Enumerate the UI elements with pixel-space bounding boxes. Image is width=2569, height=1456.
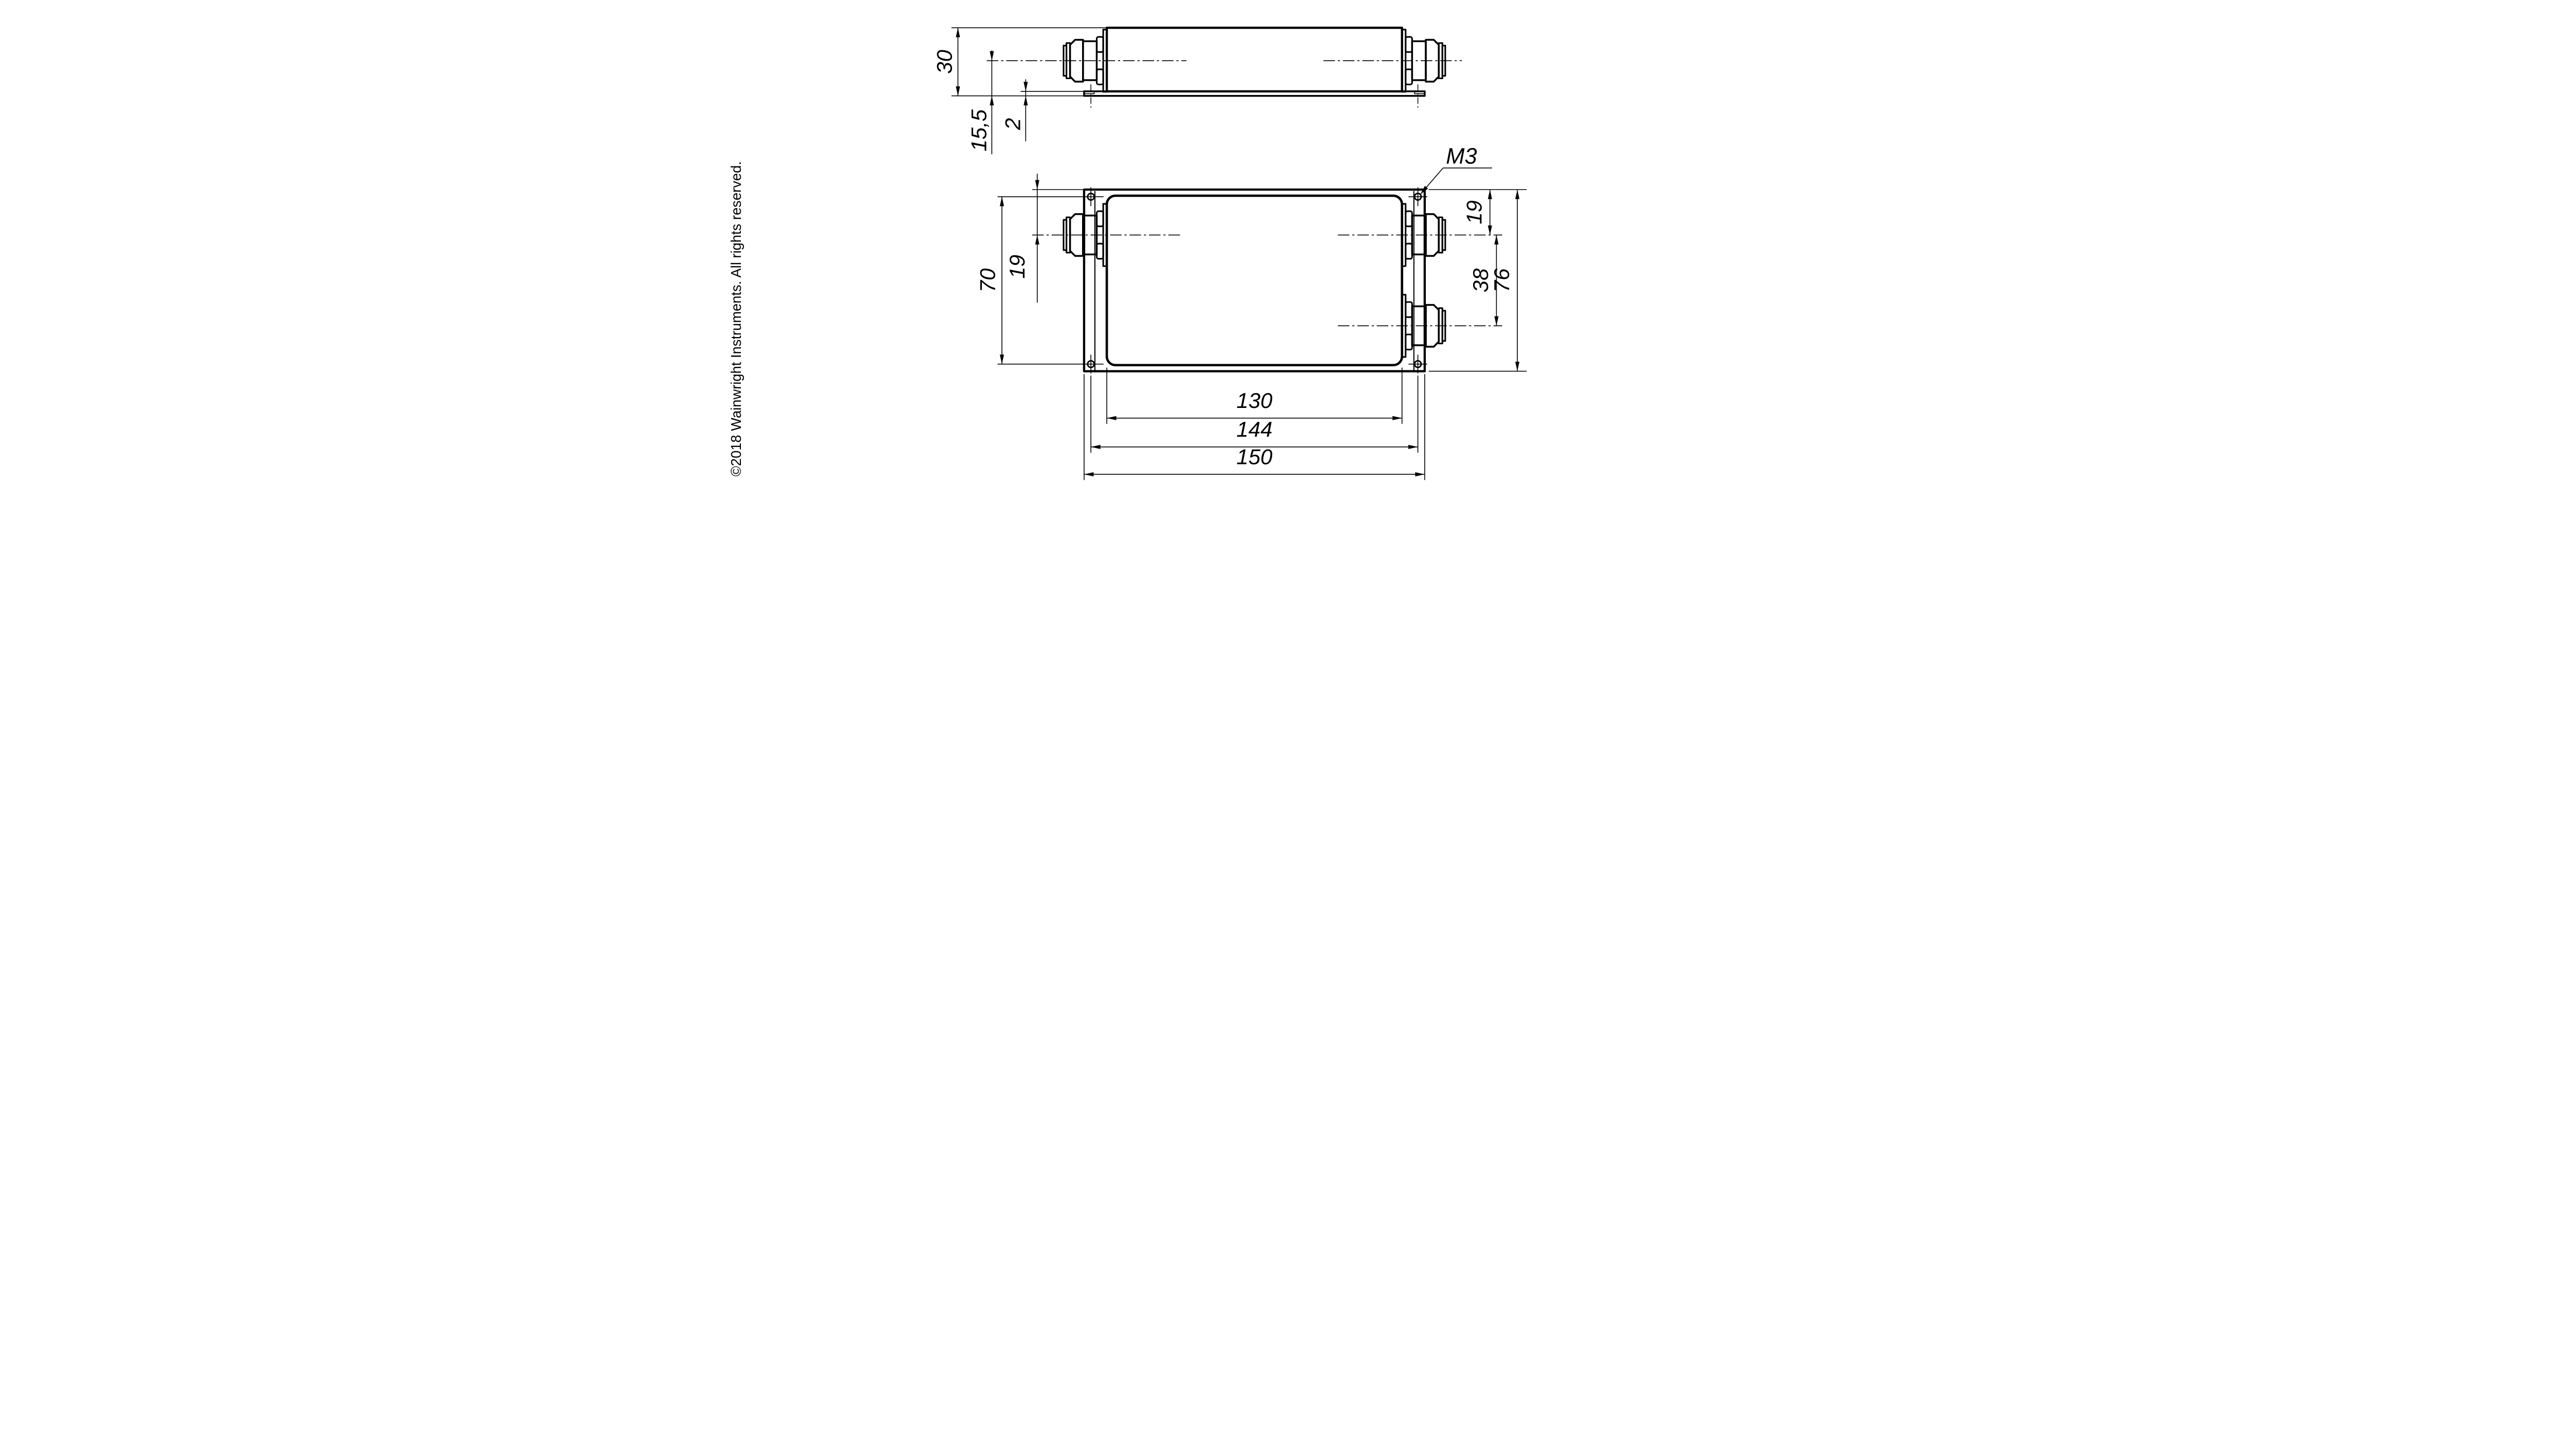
drawing-page: 30 15,5 2 bbox=[719, 0, 1850, 484]
front-body bbox=[1105, 194, 1404, 366]
dimension-total-height: 30 bbox=[932, 28, 960, 96]
dim-label-2: 2 bbox=[1001, 118, 1025, 130]
front-connector-right-bottom bbox=[1401, 294, 1446, 358]
front-connector-left bbox=[1063, 203, 1108, 267]
side-connector-right bbox=[1401, 28, 1446, 93]
side-extension-lines bbox=[951, 27, 1107, 97]
mounting-hole-top-right bbox=[1408, 187, 1427, 207]
side-base-plate bbox=[1083, 90, 1426, 97]
dimension-hole-spacing-vertical: 70 bbox=[975, 196, 1104, 365]
front-flange-plate bbox=[1083, 188, 1426, 372]
dim-label-70: 70 bbox=[975, 268, 999, 292]
dim-label-130: 130 bbox=[1236, 388, 1273, 413]
dim-label-30: 30 bbox=[932, 49, 956, 73]
side-connector-left bbox=[1063, 28, 1108, 93]
front-connector-right-top bbox=[1401, 203, 1446, 267]
dim-label-19-right: 19 bbox=[1462, 200, 1486, 225]
dimension-centerline-height: 15,5 bbox=[967, 50, 994, 155]
thread-callout: M3 bbox=[1420, 144, 1493, 195]
dim-label-150: 150 bbox=[1236, 445, 1273, 469]
side-base-notch-left bbox=[1084, 91, 1095, 95]
m3-label: M3 bbox=[1446, 144, 1477, 169]
technical-drawing-canvas: 30 15,5 2 bbox=[719, 0, 1850, 484]
mounting-hole-bottom-right bbox=[1408, 354, 1427, 374]
copyright-text: ©2018 Wainwright Instruments. All rights… bbox=[728, 161, 744, 476]
dimension-base-thickness: 2 bbox=[1001, 79, 1028, 141]
side-view: 30 15,5 2 bbox=[932, 26, 1462, 155]
side-base-notch-right bbox=[1414, 91, 1425, 95]
dim-label-76: 76 bbox=[1490, 268, 1514, 292]
dim-label-144: 144 bbox=[1236, 417, 1272, 441]
dimension-right-ports: 19 38 76 bbox=[1428, 189, 1527, 372]
dim-label-19-left: 19 bbox=[1005, 255, 1029, 279]
dimension-bottom-widths: 130 144 150 bbox=[1084, 367, 1425, 480]
m3-leader bbox=[1420, 167, 1444, 195]
dim-label-38: 38 bbox=[1468, 268, 1493, 292]
front-view: M3 bbox=[975, 144, 1527, 480]
dimension-left-port-from-top: 19 bbox=[1005, 174, 1086, 303]
side-body bbox=[1105, 26, 1403, 92]
dim-label-15-5: 15,5 bbox=[967, 109, 991, 151]
